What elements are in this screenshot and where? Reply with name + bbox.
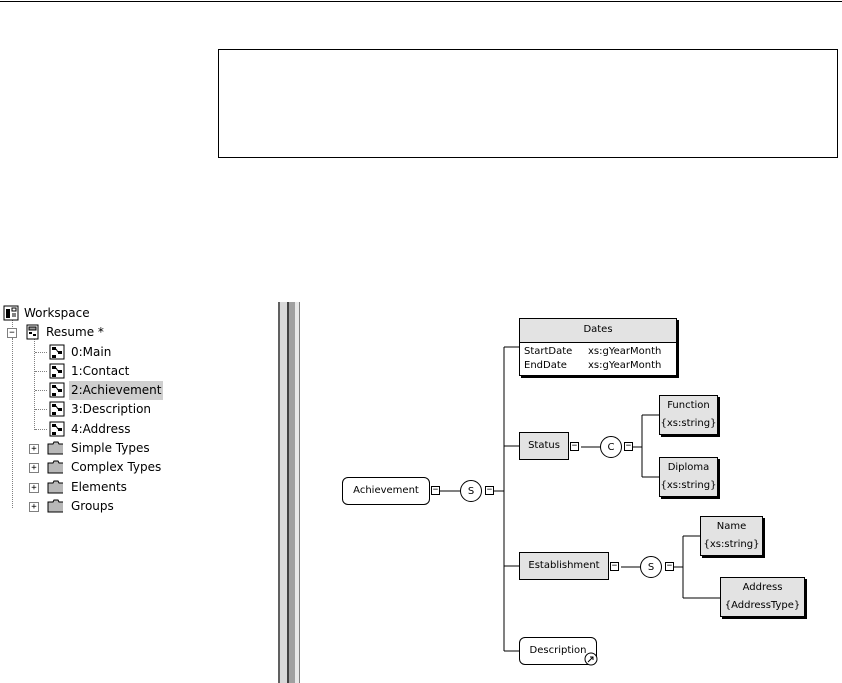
splitter-face — [295, 302, 299, 683]
splitter-edge — [278, 302, 280, 683]
splitter-edge — [287, 302, 289, 683]
tree-connector — [35, 409, 47, 410]
element-type: {xs:string} — [660, 480, 717, 491]
name-element-box[interactable]: Name {xs:string} — [700, 516, 763, 556]
splitter-face — [289, 302, 295, 683]
collapse-icon[interactable]: − — [485, 485, 494, 495]
element-label: Description — [529, 645, 587, 656]
sequence-compositor[interactable]: S — [460, 480, 482, 502]
diagram-icon — [49, 363, 65, 379]
tree-item-label: Resume * — [46, 325, 104, 339]
element-label: Dates — [583, 324, 613, 335]
element-label: Status — [528, 440, 560, 451]
collapse-icon[interactable]: − — [610, 561, 619, 571]
attribute-type: xs:gYearMonth — [588, 360, 662, 371]
tree-connector — [35, 352, 47, 353]
tree-item-label: Workspace — [24, 306, 90, 320]
tree-item-label: 4:Address — [71, 422, 131, 436]
element-type: {xs:string} — [703, 539, 760, 550]
element-label: Address — [742, 582, 783, 593]
dates-header: Dates — [520, 319, 676, 343]
root-element-box[interactable]: Achievement — [342, 477, 430, 505]
top-rule — [0, 1, 842, 2]
reference-icon — [584, 652, 598, 666]
expand-toggle[interactable]: + — [29, 463, 39, 473]
collapse-icon[interactable]: − — [431, 485, 440, 495]
dates-element-box[interactable]: Dates StartDate xs:gYearMonth EndDate xs… — [519, 318, 677, 376]
description-element-box[interactable]: Description — [519, 637, 597, 665]
dates-attributes: StartDate xs:gYearMonth EndDate xs:gYear… — [520, 343, 676, 375]
folder-icon — [47, 441, 63, 455]
tree-connector — [12, 319, 13, 329]
element-label: Function — [667, 400, 710, 411]
establishment-element-box[interactable]: Establishment — [519, 552, 609, 580]
expand-toggle[interactable]: + — [29, 502, 39, 512]
status-element-box[interactable]: Status — [519, 432, 569, 460]
diploma-element-box[interactable]: Diploma {xs:string} — [659, 457, 718, 497]
tree-item-label: Simple Types — [71, 441, 150, 455]
choice-compositor[interactable]: C — [600, 436, 622, 458]
tree-item-label: 1:Contact — [71, 364, 130, 378]
element-type: {xs:string} — [660, 418, 717, 429]
collapse-icon[interactable]: − — [570, 441, 579, 451]
panel-splitter[interactable] — [278, 302, 302, 683]
diagram-connectors — [440, 346, 720, 652]
tree-item-label: Complex Types — [71, 460, 162, 474]
diagram-icon — [49, 344, 65, 360]
schema-diagram[interactable]: Achievement − S − Dates StartDate xs:gYe… — [302, 300, 842, 683]
tree-connector — [35, 390, 47, 391]
element-label: Establishment — [528, 560, 600, 571]
folder-icon — [47, 480, 63, 494]
model-icon — [26, 324, 39, 340]
tree-item-label: 0:Main — [71, 345, 112, 359]
tree-item-label: 2:Achievement — [69, 381, 164, 400]
folder-icon — [47, 460, 63, 474]
tree-item-label: Elements — [71, 480, 127, 494]
tree-connector — [34, 338, 35, 430]
note-box — [218, 49, 838, 158]
element-label: Diploma — [667, 462, 710, 473]
workspace-tree[interactable]: Workspace − Resume * 0:Main 1:Contact — [0, 300, 275, 683]
collapse-icon[interactable]: − — [665, 561, 674, 571]
collapse-icon[interactable]: − — [624, 441, 633, 451]
diagram-icon — [49, 421, 65, 437]
attribute-type: xs:gYearMonth — [588, 346, 662, 357]
tree-item-label: 3:Description — [71, 402, 152, 416]
collapse-toggle[interactable]: − — [7, 328, 17, 338]
element-type: {AddressType} — [724, 600, 801, 611]
tree-connector — [12, 338, 13, 508]
splitter-face — [280, 302, 287, 683]
attribute-name: EndDate — [524, 360, 567, 371]
element-label: Achievement — [353, 485, 419, 496]
expand-toggle[interactable]: + — [29, 483, 39, 493]
diagram-icon — [49, 401, 65, 417]
tree-item-label: Groups — [71, 499, 114, 513]
diagram-icon — [49, 382, 65, 398]
address-element-box[interactable]: Address {AddressType} — [720, 577, 805, 617]
folder-icon — [47, 499, 63, 513]
expand-toggle[interactable]: + — [29, 444, 39, 454]
element-label: Name — [716, 521, 747, 532]
function-element-box[interactable]: Function {xs:string} — [659, 395, 718, 435]
sequence-compositor[interactable]: S — [640, 556, 662, 578]
tree-connector — [35, 429, 47, 430]
attribute-name: StartDate — [524, 346, 573, 357]
workspace-icon — [3, 305, 19, 321]
splitter-edge — [299, 302, 300, 683]
tree-connector — [35, 371, 47, 372]
